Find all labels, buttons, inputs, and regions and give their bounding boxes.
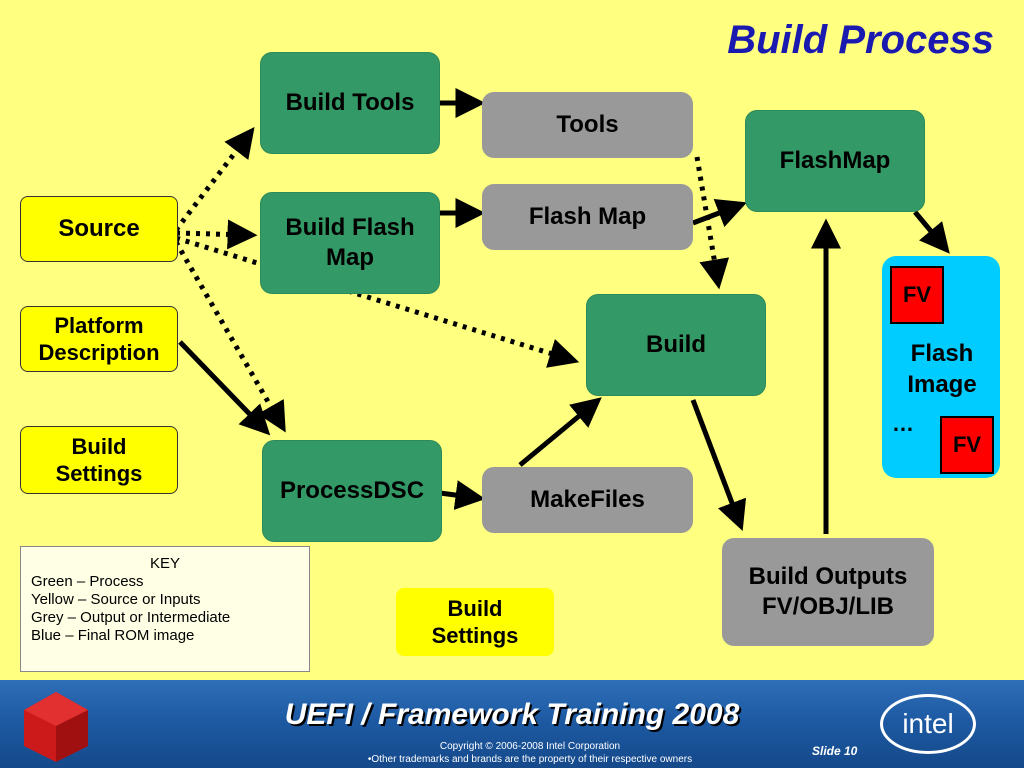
arrow-makefiles-build xyxy=(518,397,602,467)
arrow-build-buildoutputs xyxy=(690,399,747,532)
trademark-line: •Other trademarks and brands are the pro… xyxy=(367,754,693,765)
flash-image-ellipsis: … xyxy=(892,411,914,436)
build-outputs-box: Build Outputs FV/OBJ/LIB xyxy=(722,538,934,646)
build-flash-map-box: Build Flash Map xyxy=(260,192,440,294)
flashmap-output-box: FlashMap xyxy=(745,110,925,212)
arrows-layer xyxy=(173,88,950,534)
copyright-text: Copyright © 2006-2008 Intel Corporation … xyxy=(330,740,730,766)
flash-image-label: Flash Image xyxy=(907,340,977,399)
key-legend: KEY Green – Process Yellow – Source or I… xyxy=(20,546,310,672)
build-box: Build xyxy=(586,294,766,396)
platform-description-box: Platform Description xyxy=(20,306,178,372)
build-settings-bottom-box: Build Settings xyxy=(396,588,554,656)
tools-box: Tools xyxy=(482,92,693,158)
arrow-flashmap-flashmapout xyxy=(692,199,748,228)
process-dsc-box: ProcessDSC xyxy=(262,440,442,542)
flash-map-box: Flash Map xyxy=(482,184,693,250)
copyright-line: Copyright © 2006-2008 Intel Corporation xyxy=(439,741,621,752)
slide-number: Slide 10 xyxy=(812,744,858,758)
arrow-source-buildtools xyxy=(174,127,255,232)
arrow-tools-build xyxy=(694,156,730,290)
build-tools-box: Build Tools xyxy=(260,52,440,154)
slide-title: Build Process xyxy=(727,18,994,62)
source-box: Source xyxy=(20,196,178,262)
fv-top-label: FV xyxy=(890,266,944,324)
arrow-source-buildflashmap xyxy=(175,219,258,250)
key-line-process: Green – Process xyxy=(31,573,144,590)
makefiles-box: MakeFiles xyxy=(482,467,693,533)
arrow-processdsc-makefiles xyxy=(439,480,486,510)
key-line-input: Yellow – Source or Inputs xyxy=(31,591,201,608)
key-line-output: Grey – Output or Intermediate xyxy=(31,609,231,626)
footer-title: UEFI / Framework Training 2008 xyxy=(284,698,740,731)
build-settings-left-box: Build Settings xyxy=(20,426,178,494)
intel-logo-text: intel xyxy=(902,708,954,739)
key-line-rom: Blue – Final ROM image xyxy=(31,627,195,644)
uefi-logo-icon xyxy=(24,692,88,762)
key-title: KEY xyxy=(149,555,180,572)
intel-logo-icon: intel xyxy=(880,694,976,754)
arrow-flashmapout-flashimage xyxy=(913,210,950,254)
fv-bottom-label: FV xyxy=(940,416,994,474)
arrow-platform-processdsc xyxy=(178,340,271,436)
footer-bar xyxy=(0,680,1024,768)
